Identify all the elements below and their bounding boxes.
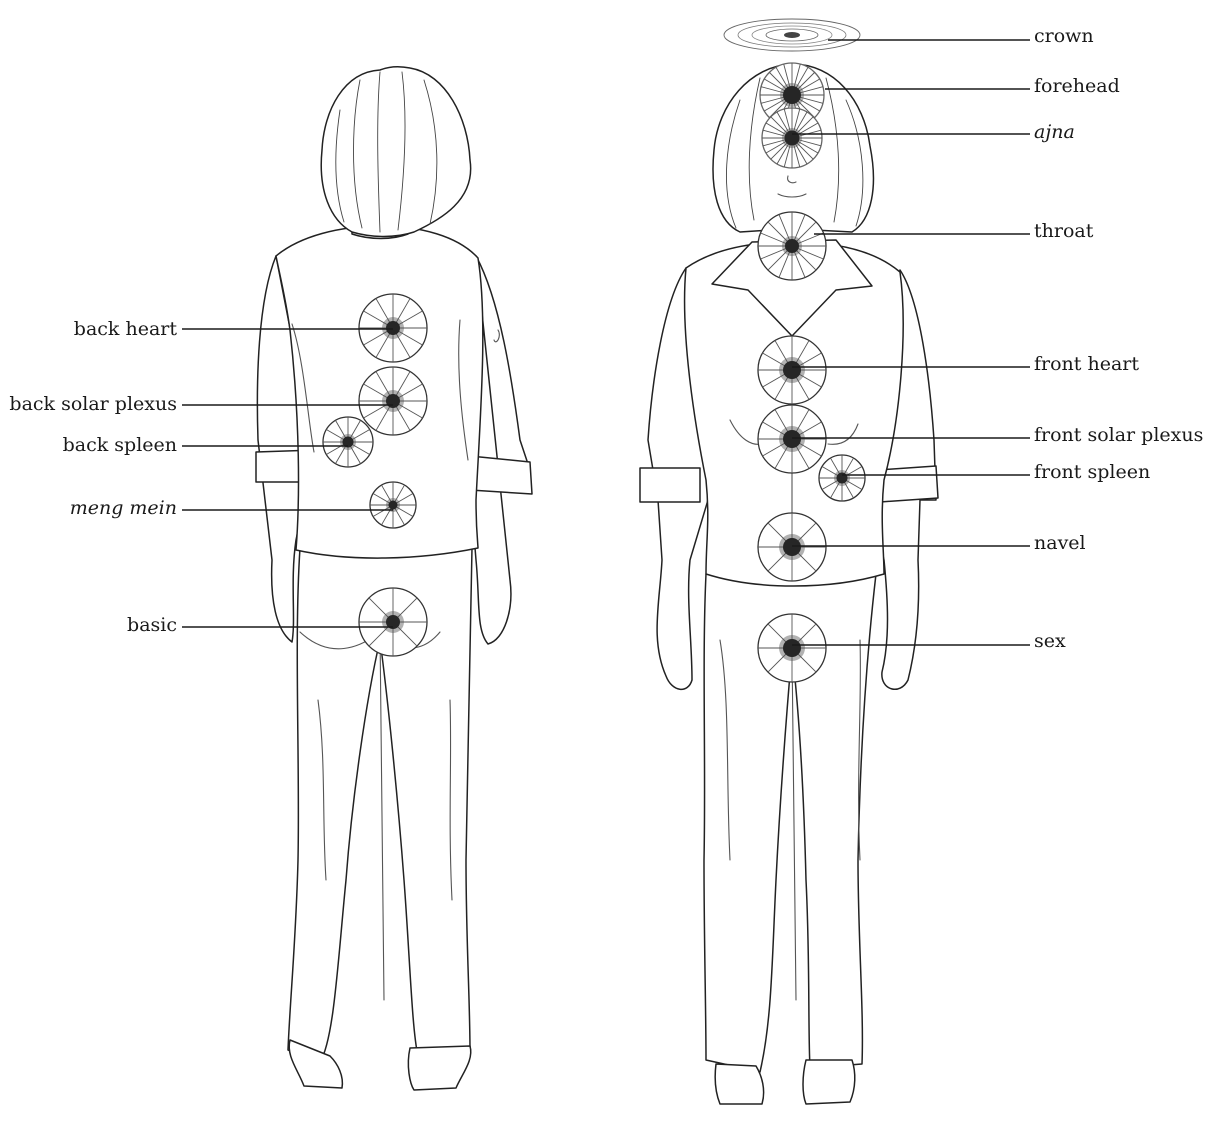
label-front-heart: front heart [1034,353,1139,375]
label-ajna: ajna [1034,121,1075,143]
chakra-basic [359,588,427,656]
chakra-crown [724,19,860,51]
chakra-back-spleen [323,417,373,467]
chakra-front-spleen [819,455,865,501]
label-meng-mein: meng mein [70,497,177,519]
label-basic: basic [127,614,177,636]
back-figure [256,67,532,1090]
label-front-spleen: front spleen [1034,461,1150,483]
chakra-front-solar-plexus [758,405,826,473]
labels: back heart back solar plexus back spleen… [9,25,1203,652]
label-back-spleen: back spleen [63,434,177,456]
chakra-navel [758,513,826,581]
chakra-sex [758,614,826,682]
chakra-back-heart [359,294,427,362]
chakra-meng-mein [370,482,416,528]
chakra-front-heart [758,336,826,404]
chakra-back-solar-plexus [359,367,427,435]
label-sex: sex [1034,630,1066,652]
label-back-solar-plexus: back solar plexus [9,393,177,415]
label-crown: crown [1034,25,1094,47]
label-forehead: forehead [1034,75,1120,97]
label-front-solar-plexus: front solar plexus [1034,424,1203,446]
chakra-throat [758,212,826,280]
label-throat: throat [1034,220,1094,242]
label-navel: navel [1034,532,1086,554]
chakra-ajna [762,108,822,168]
label-back-heart: back heart [74,318,178,340]
